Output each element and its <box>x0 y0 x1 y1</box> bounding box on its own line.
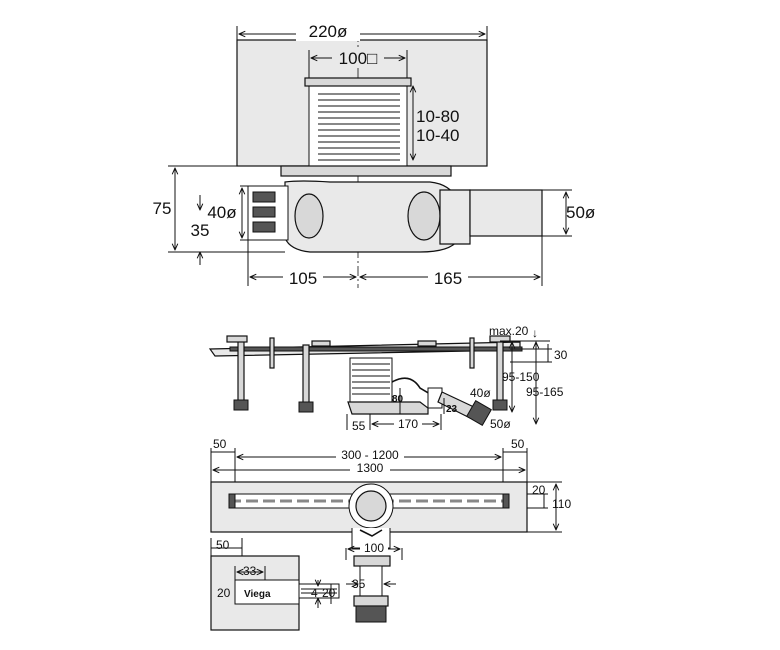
dim-100-plan: 100 <box>364 541 384 555</box>
dim-35-plan: 35 <box>352 577 366 591</box>
adjustable-feet <box>226 335 511 413</box>
outlet-socket <box>439 189 471 245</box>
brand-logo: Viega <box>244 589 271 600</box>
dim-23: 23 <box>446 404 458 415</box>
dim-50-detail: 50 <box>216 538 230 552</box>
floor-drain-section: 220ø 100□ 10-80 10-40 75 35 40ø 50ø <box>153 19 595 288</box>
dim-span: 300 - 1200 <box>341 448 399 462</box>
grate-frame <box>304 77 412 87</box>
dim-40-dia-side: 40ø <box>470 386 491 400</box>
shower-channel-plan-view: 50 50 300 - 1200 1300 20 110 100 <box>210 437 571 623</box>
dim-100-square: 100□ <box>339 49 378 68</box>
detail-slot <box>234 579 300 605</box>
dim-110: 110 <box>552 497 571 511</box>
dim-20-plan: 20 <box>532 483 546 497</box>
dim-33: 33 <box>243 564 257 578</box>
dim-30: 30 <box>554 348 568 362</box>
channel-drain-body <box>349 357 393 403</box>
dim-max-20: max.20 <box>489 324 529 338</box>
dim-height-range-b: 10-40 <box>416 126 459 145</box>
dim-170: 170 <box>398 417 418 431</box>
arrow-down-icon: ↓ <box>532 326 538 340</box>
dim-40-dia: 40ø <box>207 203 236 222</box>
dim-4: 4 <box>311 586 318 600</box>
channel-end-detail: 50 33 20 Viega 4 20 <box>210 538 340 631</box>
dim-95-165: 95-165 <box>526 385 564 399</box>
dim-height-range-a: 10-80 <box>416 107 459 126</box>
dim-55: 55 <box>352 419 366 433</box>
dim-50-dia-side: 50ø <box>490 417 511 431</box>
dim-220-dia: 220ø <box>309 22 348 41</box>
dim-75: 75 <box>153 199 172 218</box>
dim-35: 35 <box>191 221 210 240</box>
trap-inner-right <box>407 191 441 241</box>
dim-50-dia: 50ø <box>566 203 595 222</box>
dim-total-1300: 1300 <box>357 461 384 475</box>
dim-50-left: 50 <box>213 437 227 451</box>
height-adjuster <box>308 77 408 167</box>
shower-channel-side-view: max.20 ↓ 30 95-150 95-165 40ø 80 23 55 1… <box>208 324 568 433</box>
dim-95-150: 95-150 <box>502 370 540 384</box>
dim-80: 80 <box>392 394 404 405</box>
dim-105: 105 <box>289 269 317 288</box>
trap-inner-left <box>294 193 324 239</box>
plan-outlet-nut <box>355 605 387 623</box>
dim-50-right: 50 <box>511 437 525 451</box>
adjuster-ribs <box>318 93 400 161</box>
outlet-pipe <box>469 189 543 237</box>
base-plate <box>280 165 452 177</box>
channel-drain-base <box>347 401 429 415</box>
dim-20-detail-right: 20 <box>322 586 336 600</box>
dim-165: 165 <box>434 269 462 288</box>
dim-20-detail-left: 20 <box>217 586 231 600</box>
